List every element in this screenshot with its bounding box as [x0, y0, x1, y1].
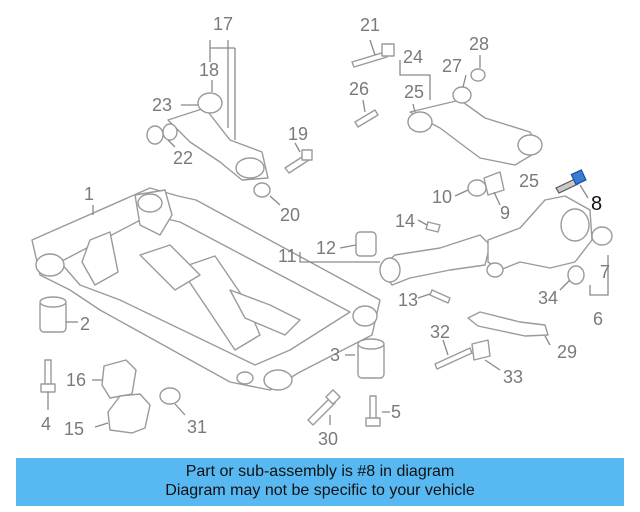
callout-27: 27	[442, 56, 462, 76]
rear-subframe	[31, 187, 381, 391]
bushing-7	[591, 226, 613, 246]
bushing-34	[567, 265, 585, 285]
callout-9: 9	[500, 203, 510, 223]
bushing-2	[39, 296, 67, 333]
callout-3: 3	[330, 345, 340, 365]
callout-25: 25	[404, 82, 424, 102]
callout-31: 31	[187, 417, 207, 437]
bolt-32	[434, 347, 473, 370]
callout-21: 21	[360, 15, 380, 35]
callout-17: 17	[213, 14, 233, 34]
callout-25-b: 25	[519, 171, 539, 191]
link-29	[467, 311, 549, 337]
bolt-8-highlighted	[555, 169, 587, 194]
bolt-26	[354, 109, 379, 128]
bolt-14	[425, 221, 441, 233]
bolt-21	[351, 43, 395, 68]
callout-12: 12	[316, 238, 336, 258]
control-arm-17	[167, 92, 269, 181]
leader-lines	[47, 39, 609, 428]
lower-arm-11	[379, 234, 491, 286]
bolt-5	[365, 395, 381, 427]
parts-diagram: 1 2 3 4 5 6 7 8 9 10 11 12 13 14 15 16 1…	[31, 14, 613, 449]
callout-5: 5	[391, 402, 401, 422]
callout-24: 24	[403, 47, 423, 67]
callout-19: 19	[288, 124, 308, 144]
callout-29: 29	[557, 342, 577, 362]
bracket-33	[471, 339, 491, 361]
bracket-9	[483, 171, 505, 196]
bushing-10	[467, 179, 487, 197]
bushing-27	[452, 86, 472, 104]
callout-11: 11	[278, 246, 297, 266]
callout-labels: 1 2 3 4 5 6 7 8 9 10 11 12 13 14 15 16 1…	[41, 14, 610, 449]
mount-16	[101, 359, 137, 399]
banner-line-part: Part or sub-assembly is #8 in diagram	[185, 463, 455, 480]
callout-33: 33	[503, 367, 523, 387]
callout-34: 34	[538, 288, 558, 308]
callout-6: 6	[593, 309, 603, 329]
bolt-30	[307, 389, 341, 426]
bushing-3	[357, 338, 385, 379]
callout-7: 7	[600, 262, 610, 282]
callout-15: 15	[64, 419, 84, 439]
bushing-31	[159, 387, 181, 405]
callout-28: 28	[469, 34, 489, 54]
callout-32: 32	[430, 322, 450, 342]
washer-22	[162, 123, 178, 141]
callout-18: 18	[199, 60, 219, 80]
bushing-12	[355, 231, 377, 257]
knuckle-6	[486, 195, 593, 278]
bushing-23	[146, 125, 164, 145]
bolt-13	[429, 289, 451, 304]
bolt-19	[284, 149, 313, 174]
mount-15	[107, 393, 151, 434]
callout-4: 4	[41, 414, 51, 434]
info-banner: Part or sub-assembly is #8 in diagram Di…	[16, 458, 624, 506]
callout-20: 20	[280, 205, 300, 225]
callout-30: 30	[318, 429, 338, 449]
callout-26: 26	[349, 79, 369, 99]
callout-1: 1	[84, 184, 94, 204]
callout-13: 13	[398, 290, 418, 310]
callout-8-highlighted: 8	[591, 193, 602, 215]
banner-line-disclaimer: Diagram may not be specific to your vehi…	[165, 482, 475, 499]
control-arm-24	[407, 99, 543, 166]
bolt-4	[40, 359, 56, 393]
callout-10: 10	[432, 187, 452, 207]
callout-16: 16	[66, 370, 86, 390]
callout-22: 22	[173, 148, 193, 168]
nut-20	[253, 182, 271, 198]
nut-28	[470, 68, 486, 82]
callout-14: 14	[395, 211, 415, 231]
callout-2: 2	[80, 314, 90, 334]
callout-23: 23	[152, 95, 172, 115]
